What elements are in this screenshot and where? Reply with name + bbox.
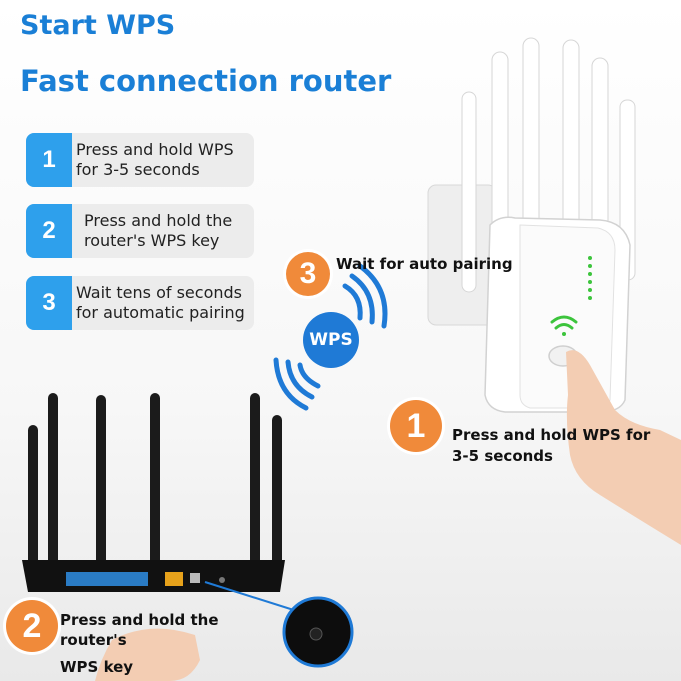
step-card-2: 2 Press and hold the router's WPS key <box>26 204 254 258</box>
callout-text-2-line3: WPS key <box>60 658 134 676</box>
wifi-signal-icon <box>550 315 578 336</box>
callout-step-1: 1 <box>390 400 442 452</box>
callout-text-3: Wait for auto pairing <box>336 255 513 273</box>
callout-number-1: 1 <box>390 400 442 452</box>
step-card-1: 1 Press and hold WPS for 3-5 seconds <box>26 133 254 187</box>
wifi-waves-lower <box>273 357 321 411</box>
callout-number-2: 2 <box>6 600 58 652</box>
callout-text-2-line2: router's <box>60 631 127 649</box>
step-number-1: 1 <box>26 133 72 187</box>
wifi-waves-upper <box>342 263 388 329</box>
step-text-2: Press and hold the router's WPS key <box>84 211 233 250</box>
step-text-1: Press and hold WPS for 3-5 seconds <box>76 140 234 179</box>
wps-badge: WPS <box>303 312 359 368</box>
callout-step-3: 3 Wait for auto pairing <box>286 252 513 296</box>
callout-number-3: 3 <box>286 252 330 296</box>
callout-step-2: 2 <box>6 600 58 652</box>
step-number-2: 2 <box>26 204 72 258</box>
callout-text-1-line2: 3-5 seconds <box>452 447 553 465</box>
step-number-3: 3 <box>26 276 72 330</box>
hand-pressing-extender <box>566 350 681 545</box>
extender-antennas <box>461 37 636 293</box>
router-antennas <box>28 393 282 575</box>
callout-text-1-line1: Press and hold WPS for <box>452 426 651 444</box>
wifi-extender <box>484 216 631 413</box>
callout-text-2-line1: Press and hold the <box>60 611 219 629</box>
title-start-wps: Start WPS <box>20 10 176 41</box>
step-text-3: Wait tens of seconds for automatic pairi… <box>76 283 245 322</box>
step-card-3: 3 Wait tens of seconds for automatic pai… <box>26 276 254 330</box>
title-fast-connection: Fast connection router <box>20 64 392 98</box>
router <box>22 560 285 592</box>
hand-pressing-router <box>95 628 200 681</box>
